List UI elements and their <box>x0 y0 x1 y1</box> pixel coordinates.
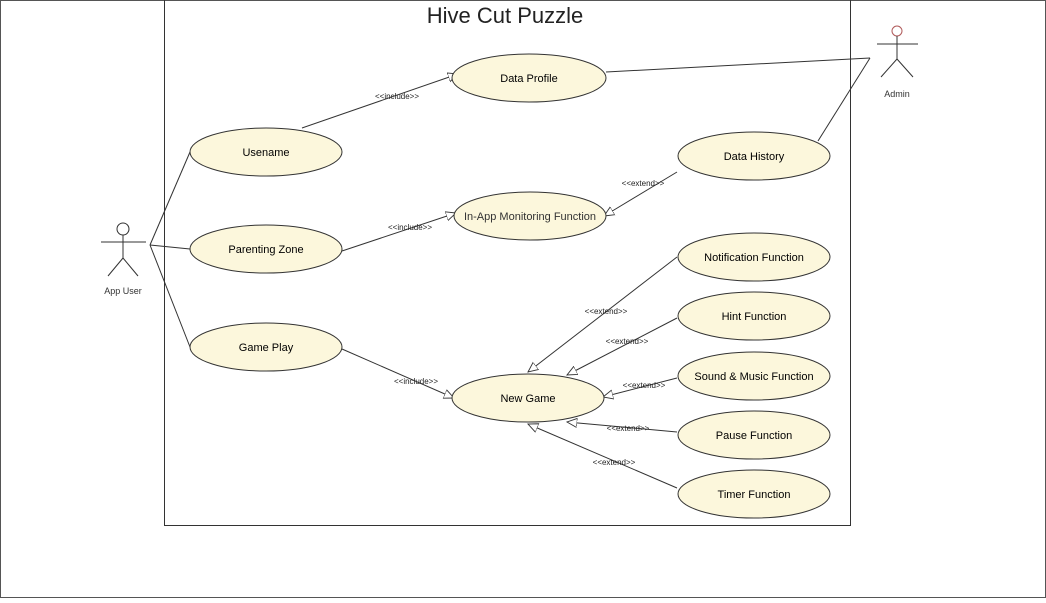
extend-data-history <box>604 171 678 216</box>
association-usename <box>149 151 191 246</box>
actor-label-admin: Admin <box>884 89 910 99</box>
actor-leg-left <box>107 257 124 277</box>
extend-pause <box>567 422 678 433</box>
extend-label: <<extend>> <box>585 307 628 316</box>
extend-label: <<extend>> <box>606 337 649 346</box>
association-parenting-zone <box>149 244 191 250</box>
relation-labels: <<include>> <<include>> <<include>> <<ex… <box>375 92 666 467</box>
actor-leg-left <box>880 58 898 78</box>
dependency-lines <box>301 74 678 489</box>
include-new-game <box>341 348 454 398</box>
include-label: <<include>> <box>394 377 438 386</box>
include-monitoring <box>341 213 456 252</box>
extend-hint <box>567 317 678 375</box>
app-user-associations <box>149 151 191 348</box>
extend-notification <box>528 256 678 372</box>
actor-app-user[interactable] <box>101 222 146 277</box>
actor-leg-right <box>896 58 914 78</box>
use-case-label: Hint Function <box>722 311 787 323</box>
use-case-notification[interactable] <box>677 232 831 282</box>
use-case-label: Data History <box>724 151 785 163</box>
use-case-label: Pause Function <box>716 430 792 442</box>
use-case-label: In-App Monitoring Function <box>464 211 596 223</box>
use-case-sound-music[interactable] <box>677 351 831 401</box>
extend-label: <<extend>> <box>593 458 636 467</box>
association-data-history <box>817 57 871 142</box>
actor-head-icon <box>116 222 130 236</box>
use-case-pause[interactable] <box>677 410 831 460</box>
extend-label: <<extend>> <box>623 381 666 390</box>
include-data-profile <box>301 74 458 129</box>
system-title: Hive Cut Puzzle <box>427 3 584 28</box>
use-case-label: Data Profile <box>500 73 557 85</box>
use-case-label: New Game <box>500 393 555 405</box>
use-case-in-app-monitoring[interactable] <box>453 191 607 241</box>
association-data-profile <box>605 57 871 73</box>
actor-admin[interactable] <box>877 25 918 78</box>
use-case-labels: Data Profile Usename Data History In-App… <box>228 73 813 501</box>
extend-timer <box>528 424 678 489</box>
association-game-play <box>149 244 191 348</box>
use-case-data-history[interactable] <box>677 131 831 181</box>
use-case-label: Timer Function <box>718 489 791 501</box>
admin-associations <box>605 57 871 142</box>
include-label: <<include>> <box>375 92 419 101</box>
use-case-usename[interactable] <box>189 127 343 177</box>
use-case-hint[interactable] <box>677 291 831 341</box>
extend-sound <box>603 377 678 397</box>
actor-head-icon <box>891 25 903 37</box>
use-case-data-profile[interactable] <box>451 53 607 103</box>
use-case-label: Game Play <box>239 342 294 354</box>
use-case-label: Sound & Music Function <box>694 371 813 383</box>
use-case-parenting-zone[interactable] <box>189 224 343 274</box>
use-case-label: Notification Function <box>704 252 804 264</box>
actor-label-app-user: App User <box>104 286 142 296</box>
use-case-timer[interactable] <box>677 469 831 519</box>
system-boundary <box>164 0 851 526</box>
extend-label: <<extend>> <box>622 179 665 188</box>
use-case-game-play[interactable] <box>189 322 343 372</box>
use-case-new-game[interactable] <box>451 373 605 423</box>
include-label: <<include>> <box>388 223 432 232</box>
use-case-label: Parenting Zone <box>228 244 303 256</box>
use-case-label: Usename <box>242 147 289 159</box>
use-cases <box>189 53 831 519</box>
extend-label: <<extend>> <box>607 424 650 433</box>
actor-leg-right <box>122 257 139 277</box>
